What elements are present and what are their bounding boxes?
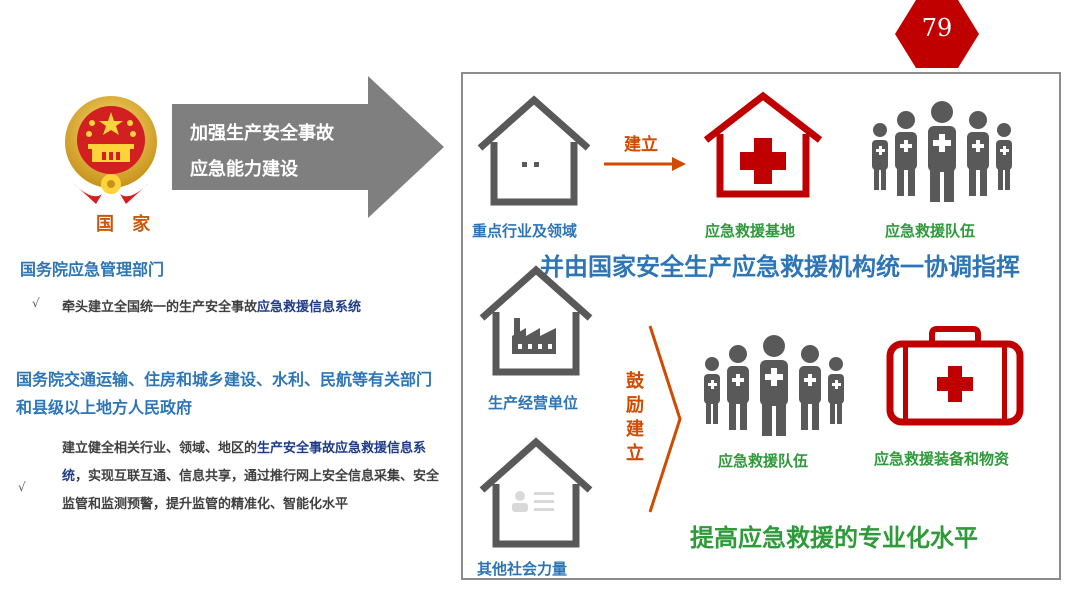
- encourage-bracket-icon: [646, 324, 686, 514]
- dept2-highlight: 生产安全事故应急救援信息系统: [62, 441, 427, 484]
- check-bullet: √: [32, 296, 40, 310]
- page-number-badge: 79: [895, 0, 979, 68]
- establish-arrow-icon: [604, 154, 686, 174]
- rescue-team-icon: [868, 100, 1016, 204]
- rescue-team-label: 应急救援队伍: [885, 222, 976, 240]
- dept-related-authorities: 国务院交通运输、住房和城乡建设、水利、民航等有关部门和县级以上地方人民政府: [16, 370, 433, 417]
- check-bullet: √: [18, 480, 26, 494]
- national-emblem-icon: [62, 90, 160, 204]
- arrow-line-1: 加强生产安全事故: [190, 123, 334, 144]
- big-arrow-icon: [172, 76, 444, 218]
- social-forces-house-icon: [474, 434, 598, 558]
- production-unit-house-icon: [474, 262, 598, 386]
- dept2-text: 建立健全相关行业、领域、地区的: [62, 441, 258, 456]
- dept-emergency-management: 国务院应急管理部门: [20, 260, 165, 279]
- encourage-label: 鼓励建立: [626, 371, 644, 464]
- first-aid-kit-icon: [886, 326, 1024, 426]
- rescue-team-label-2: 应急救援队伍: [718, 452, 809, 470]
- equipment-label: 应急救援装备和物资: [874, 450, 1010, 468]
- hexagon-icon: [895, 0, 979, 68]
- dept1-text: 牵头建立全国统一的生产安全事故: [62, 300, 258, 315]
- dept2-description: 建立健全相关行业、领域、地区的生产安全事故应急救援信息系统，实现互联互通、信息共…: [62, 435, 442, 519]
- dept2-text-suffix: ，实现互联互通、信息共享，通过推行网上安全信息采集、安全监管和监测预警，提升监管…: [62, 469, 440, 512]
- key-sector-house-icon: [472, 92, 596, 216]
- country-label: 国 家: [96, 214, 157, 235]
- professional-banner: 提高应急救援的专业化水平: [690, 524, 978, 552]
- social-forces-label: 其他社会力量: [477, 560, 568, 578]
- production-unit-label: 生产经营单位: [488, 394, 579, 412]
- coordination-banner: 并由国家安全生产应急救援机构统一协调指挥: [540, 253, 1020, 281]
- dept1-highlight: 应急救援信息系统: [257, 300, 362, 315]
- rescue-team-icon: [700, 334, 848, 438]
- dept1-description: 牵头建立全国统一的生产安全事故应急救援信息系统: [62, 296, 361, 315]
- key-sector-label: 重点行业及领域: [472, 222, 578, 240]
- establish-label: 建立: [624, 135, 658, 155]
- arrow-caption: 加强生产安全事故 应急能力建设: [190, 116, 334, 188]
- rescue-base-house-icon: [700, 90, 826, 200]
- arrow-line-2: 应急能力建设: [190, 159, 298, 180]
- diagram-frame: [461, 72, 1061, 580]
- page-number: 79: [921, 14, 953, 42]
- rescue-base-label: 应急救援基地: [705, 222, 796, 240]
